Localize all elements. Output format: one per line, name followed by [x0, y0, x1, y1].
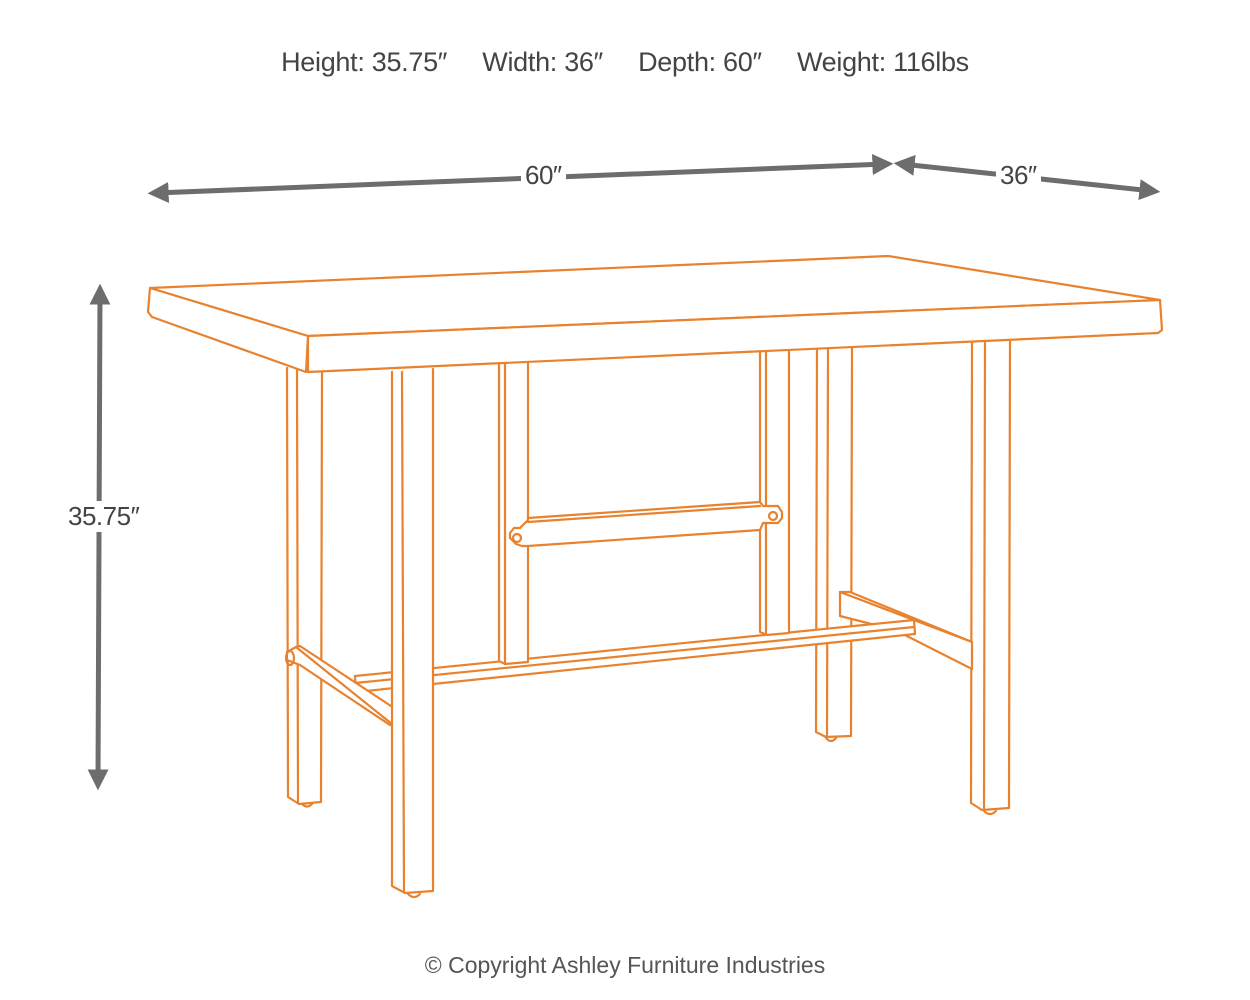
spec-depth: Depth: 60″	[638, 47, 762, 77]
specifications-line: Height: 35.75″ Width: 36″ Depth: 60″ Wei…	[0, 47, 1250, 78]
spec-height: Height: 35.75″	[281, 47, 448, 77]
height-dimension-label: 35.75″	[64, 501, 144, 532]
height-arrow	[87, 283, 111, 791]
copyright-notice: © Copyright Ashley Furniture Industries	[424, 952, 826, 978]
front-left-leg	[390, 367, 435, 899]
length-dimension-label: 60″	[521, 160, 566, 191]
spec-weight: Weight: 116lbs	[796, 47, 969, 77]
spec-width: Width: 36″	[482, 47, 603, 77]
back-middle-leg	[814, 344, 854, 743]
back-left-leg	[285, 366, 324, 808]
tabletop	[146, 254, 1164, 374]
width-dimension-label: 36″	[996, 160, 1041, 191]
length-arrow	[147, 154, 894, 203]
table-outline	[146, 254, 1164, 899]
center-frame	[497, 347, 791, 666]
back-right-leg	[969, 334, 1012, 816]
